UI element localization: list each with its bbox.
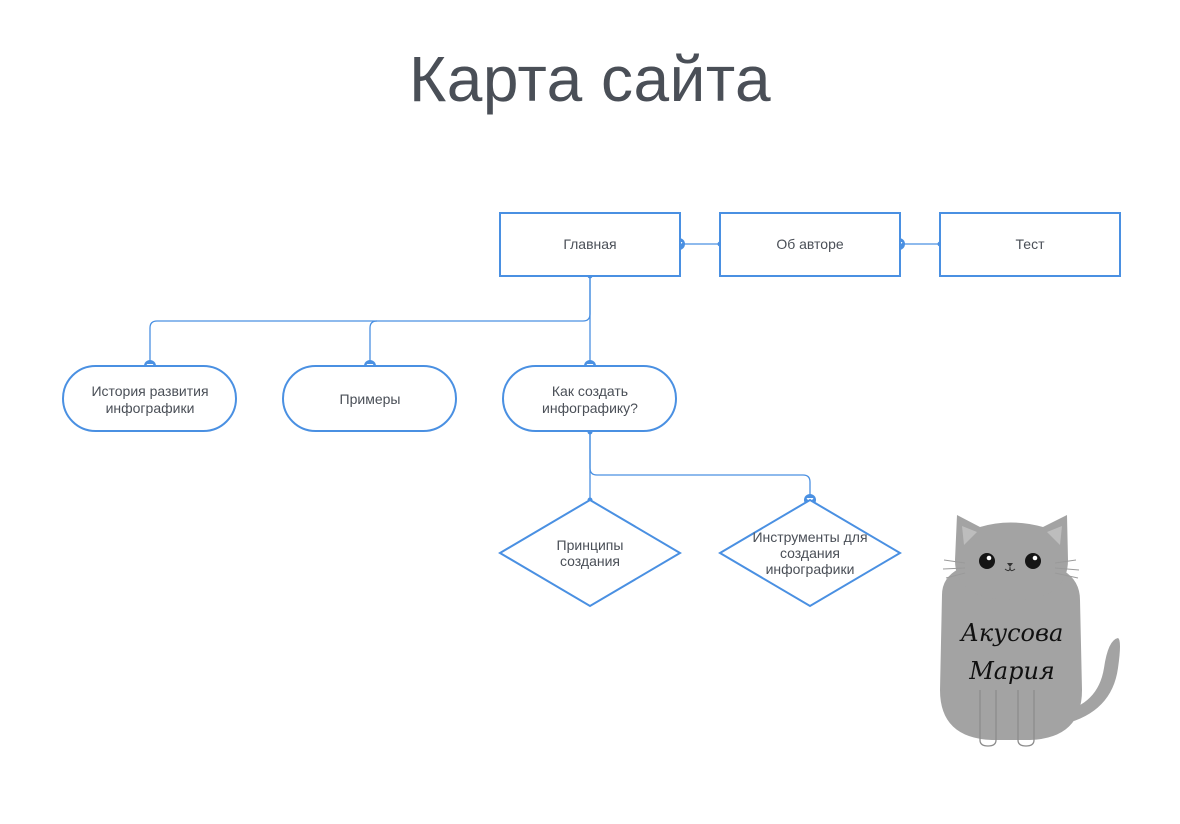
node-principles[interactable]: Принципы создания xyxy=(498,498,682,608)
connectors xyxy=(149,243,940,500)
svg-text:История развития: История развития xyxy=(91,383,208,399)
svg-text:Главная: Главная xyxy=(563,236,616,252)
svg-text:создания: создания xyxy=(780,545,840,561)
cat-icon: Акусова Мария xyxy=(940,515,1120,747)
author-name-line2: Мария xyxy=(968,657,1055,685)
node-tools[interactable]: Инструменты для создания инфографики xyxy=(718,498,902,608)
node-howto[interactable]: Как создать инфографику? xyxy=(502,365,677,432)
connector-main-examples xyxy=(369,320,378,366)
svg-text:Тест: Тест xyxy=(1016,236,1046,252)
svg-text:Как создать: Как создать xyxy=(552,383,628,399)
svg-text:Принципы: Принципы xyxy=(557,537,624,553)
connector-main-history xyxy=(149,276,591,366)
svg-text:создания: создания xyxy=(560,553,620,569)
svg-text:инфографику?: инфографику? xyxy=(542,400,638,416)
svg-text:Об авторе: Об авторе xyxy=(776,236,844,252)
node-main[interactable]: Главная xyxy=(499,212,681,277)
connector-howto-tools xyxy=(589,432,811,500)
author-name-line1: Акусова xyxy=(959,619,1064,647)
svg-text:Примеры: Примеры xyxy=(340,391,401,407)
svg-text:Инструменты для: Инструменты для xyxy=(752,529,867,545)
node-about[interactable]: Об авторе xyxy=(719,212,901,277)
svg-text:инфографики: инфографики xyxy=(106,400,195,416)
node-history[interactable]: История развития инфографики xyxy=(62,365,237,432)
svg-text:инфографики: инфографики xyxy=(766,561,855,577)
page-title: Карта сайта xyxy=(408,43,772,115)
node-test[interactable]: Тест xyxy=(939,212,1121,277)
node-examples[interactable]: Примеры xyxy=(282,365,457,432)
